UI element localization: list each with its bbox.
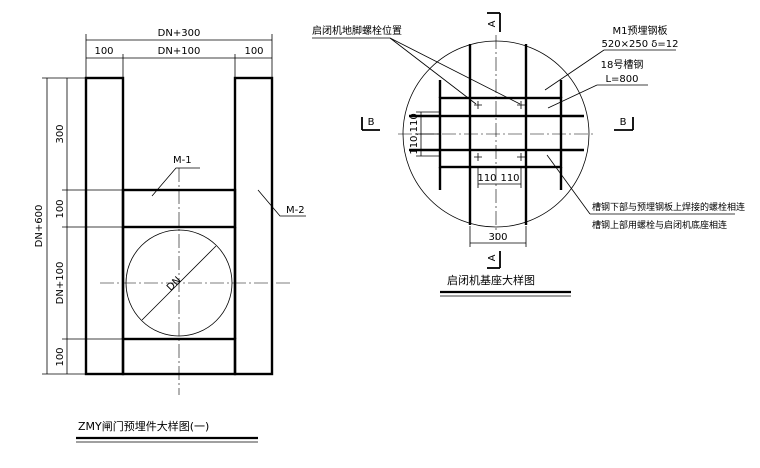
dim-horizontal-2: 110	[500, 173, 519, 184]
left-wall	[84, 76, 125, 376]
dim-bottom-segment: 100	[55, 347, 66, 366]
m1-plate-label: M1预埋钢板	[613, 24, 668, 37]
m1-plate-spec: 520×250 δ=12	[602, 39, 679, 50]
channel-leader	[547, 84, 598, 109]
right-wall	[233, 76, 274, 376]
note-line-2: 槽钢上部用螺栓与启闭机底座相连	[592, 219, 727, 231]
channel-steel-upper	[438, 96, 563, 118]
section-b-left-label: B	[368, 117, 375, 128]
note-leader	[546, 154, 591, 215]
dim-top-segment: 300	[55, 124, 66, 143]
dim-vertical-label: 110,110	[409, 113, 420, 154]
bolt-mark	[474, 101, 482, 109]
bolt-leader	[389, 37, 521, 105]
section-a-bottom-label: A	[487, 254, 498, 261]
dim-middle-opening: DN+100	[158, 46, 201, 57]
dim-right-wall: 100	[244, 46, 263, 57]
dim-300-label: 300	[488, 232, 507, 243]
dn-label: DN	[165, 275, 184, 294]
bolt-mark	[517, 153, 525, 161]
bolt-mark	[517, 101, 525, 109]
bolt-position-label: 启闭机地脚螺栓位置	[312, 24, 402, 37]
dn-diameter-line	[141, 245, 217, 321]
dim-overall-width: DN+300	[158, 28, 201, 39]
channel-spec: L=800	[605, 74, 638, 85]
m1-leader	[151, 167, 200, 197]
channel-label: 18号槽钢	[601, 58, 644, 71]
m1-label: M-1	[173, 155, 192, 166]
dim-center-segment: DN+100	[55, 262, 66, 305]
left-drawing-title: ZMY闸门预埋件大样图(一)	[78, 419, 209, 433]
bolt-leader	[389, 37, 477, 105]
dim-left-wall: 100	[94, 46, 113, 57]
bolt-mark	[474, 153, 482, 161]
section-b-right-label: B	[620, 117, 627, 128]
section-a-top-label: A	[487, 20, 498, 27]
note-line-1: 槽钢下部与预埋钢板上焊接的螺栓相连	[592, 201, 745, 213]
m2-leader	[257, 189, 306, 217]
channel-steel-lower	[438, 148, 563, 169]
right-drawing: A A B B	[312, 12, 745, 297]
right-drawing-title: 启闭机基座大样图	[447, 273, 535, 287]
m2-label: M-2	[286, 205, 305, 216]
dim-upper-mid-segment: 100	[55, 199, 66, 218]
left-drawing: DN+300 100 DN+100 100 DN+600 300 100 DN+…	[34, 28, 306, 443]
dim-outer-height: DN+600	[34, 205, 45, 248]
m1-leader	[544, 49, 605, 91]
bolt-marks	[474, 101, 525, 161]
dim-horizontal-1: 110	[477, 173, 496, 184]
pipe-circle	[125, 229, 233, 337]
